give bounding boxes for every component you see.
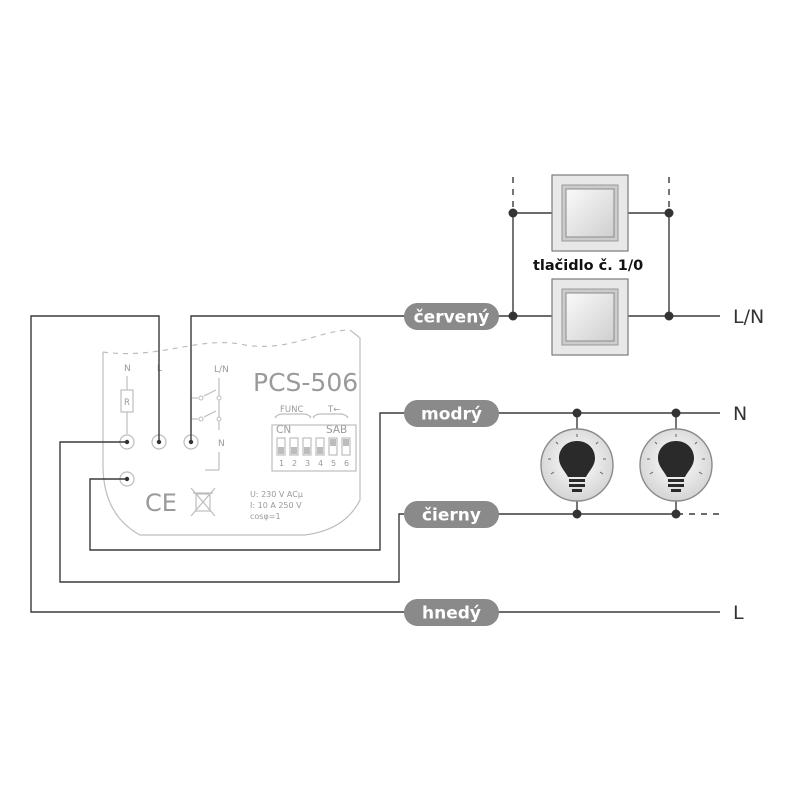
sab-label: SAB xyxy=(326,424,347,436)
pcs-506-device: N L L/N N R xyxy=(102,329,361,536)
blue-wire-path xyxy=(89,412,410,551)
push-button-1 xyxy=(551,174,629,252)
dip-switch-frame xyxy=(271,424,357,472)
black-wire-path xyxy=(59,441,410,583)
push-button-2 xyxy=(551,278,629,356)
wire-label-black: čierny xyxy=(404,501,499,528)
dip-number-4: 4 xyxy=(318,459,323,468)
lamp-2 xyxy=(639,428,713,502)
wire-label-black-text: čierny xyxy=(422,506,481,526)
t-label: T← xyxy=(327,405,340,415)
dip-number-6: 6 xyxy=(344,459,349,468)
dip-number-2: 2 xyxy=(292,459,297,468)
wire-label-red-text: červený xyxy=(414,308,490,328)
wire-label-blue-text: modrý xyxy=(421,405,482,425)
spec-current: I: 10 A 250 V xyxy=(250,501,302,510)
lamp-1 xyxy=(540,428,614,502)
spec-cos: cosφ=1 xyxy=(250,512,281,521)
brown-wire-path xyxy=(30,315,410,613)
dip-numbers: 1 2 3 4 5 6 xyxy=(279,459,349,468)
junction-dots xyxy=(124,208,681,519)
resistor-label: R xyxy=(124,398,130,408)
terminal-label-n-end: N xyxy=(733,403,747,425)
wire-label-brown: hnedý xyxy=(404,599,499,626)
push-button-caption: tlačidlo č. 1/0 xyxy=(533,258,643,274)
device-model-name: PCS-506 xyxy=(253,368,358,397)
wire-label-red: červený xyxy=(404,303,499,330)
wire-label-brown-text: hnedý xyxy=(422,604,481,624)
light-bulb-icon xyxy=(548,434,606,492)
terminal-label-n: N xyxy=(124,364,131,374)
terminal-label-ln-end: L/N xyxy=(733,306,764,328)
terminal-label-n-right: N xyxy=(218,439,225,449)
wires xyxy=(30,177,722,613)
dip-switches xyxy=(276,437,351,456)
light-bulb-icon xyxy=(647,434,705,492)
ce-mark: CE xyxy=(145,489,177,517)
terminal-label-ln: L/N xyxy=(214,365,229,375)
cn-label: CN xyxy=(276,424,291,436)
wire-label-blue: modrý xyxy=(404,400,499,427)
spec-voltage: U: 230 V ACµ xyxy=(250,490,303,499)
dip-number-5: 5 xyxy=(331,459,336,468)
dip-number-1: 1 xyxy=(279,459,284,468)
dip-number-3: 3 xyxy=(305,459,310,468)
func-label: FUNC xyxy=(280,405,303,415)
red-wire-path xyxy=(190,315,410,442)
weee-bin-icon xyxy=(190,487,216,517)
terminal-label-l-end: L xyxy=(733,602,744,624)
